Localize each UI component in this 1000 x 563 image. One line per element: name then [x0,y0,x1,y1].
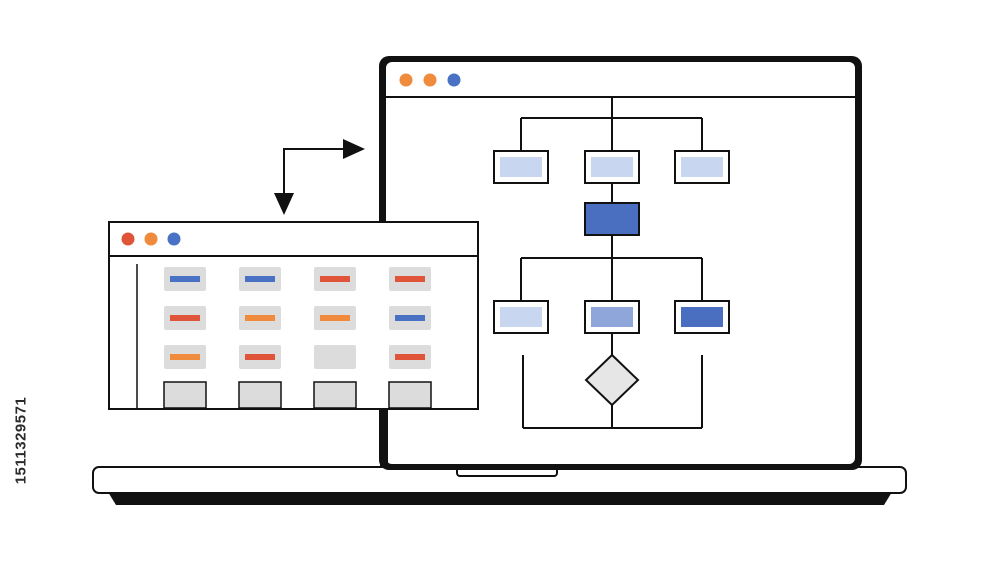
sheet-cell [389,345,431,369]
side-id: 1511329571 [12,396,30,484]
flow-node [493,300,549,334]
sheet-cell [164,345,206,369]
sheet-cell [314,345,356,369]
flow-node [493,150,549,184]
arrow-right-icon [283,144,355,205]
connector-arrows [274,139,365,215]
window-dot [144,232,158,246]
flowchart-nodes [493,150,730,334]
sheet-cell [389,267,431,291]
window-dot [167,232,181,246]
window-dot [447,73,461,87]
sheet-cell [239,345,281,369]
laptop-base [92,466,907,505]
flow-node [584,300,640,334]
sheet-cell [238,381,282,409]
sheet-cell [388,381,432,409]
flowchart-connectors [520,98,703,429]
window-dot [399,73,413,87]
flow-node-center [584,202,640,236]
window-dot [423,73,437,87]
sheet-cell [164,306,206,330]
diamond-icon [584,353,640,407]
screen-stand [380,409,388,467]
sheet-cell [313,381,357,409]
sheet-cell [389,306,431,330]
sheet-cell [314,267,356,291]
flow-node [584,150,640,184]
sheet-cell [164,267,206,291]
sheet-cell [239,267,281,291]
vertical-id-label: 1511329571 [6,320,36,560]
flow-node [674,300,730,334]
window-dot [121,232,135,246]
sheet-cell [314,306,356,330]
spreadsheet-window-controls [121,232,181,246]
decision-node [584,353,640,407]
sheet-cell [239,306,281,330]
laptop-window-controls [399,73,461,87]
sheet-cell [163,381,207,409]
spreadsheet-grid [163,267,432,409]
flow-node [674,150,730,184]
